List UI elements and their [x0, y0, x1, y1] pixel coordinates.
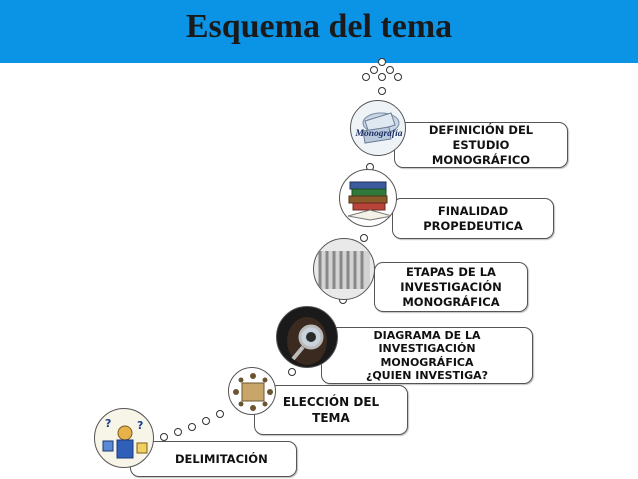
step-label-line: ETAPAS DE LA [406, 264, 496, 279]
svg-text:?: ? [105, 417, 111, 430]
step-eleccion-box: ELECCIÓN DEL TEMA [254, 385, 408, 435]
connector-dot [362, 73, 370, 81]
magnifier-icon [276, 306, 338, 368]
step-label-line: DELIMITACIÓN [175, 451, 268, 466]
books-icon [339, 169, 397, 227]
connector-dot [360, 234, 368, 242]
question-person-icon: ? ? [94, 408, 154, 468]
step-label-line: ESTUDIO [452, 137, 510, 152]
connector-dot [188, 423, 196, 431]
step-label-line: DEFINICIÓN DEL [428, 122, 534, 137]
connector-dot [160, 433, 168, 441]
step-label-line: TEMA [312, 411, 350, 425]
step-definicion-box: DEFINICIÓN DEL ESTUDIO MONOGRÁFICO [394, 122, 568, 168]
connector-dot [370, 66, 378, 74]
connector-dot [378, 58, 386, 66]
step-etapas-box: ETAPAS DE LA INVESTIGACIÓN MONOGRÁFICA [374, 262, 528, 312]
step-label-line: MONOGRÁFICA [402, 294, 500, 309]
step-label-line: MONOGRÁFICO [431, 152, 531, 167]
connector-dot [288, 368, 296, 376]
step-label-line: MONOGRÁFICA [380, 355, 474, 369]
step-label-line: ¿QUIEN INVESTIGA? [365, 369, 489, 382]
svg-text:?: ? [137, 419, 143, 432]
connector-dot [174, 428, 182, 436]
pages-icon [313, 238, 375, 300]
team-table-icon [228, 367, 276, 415]
step-label-line: INVESTIGACIÓN [378, 342, 476, 355]
step-finalidad-box: FINALIDAD PROPEDEUTICA [392, 198, 554, 239]
connector-dot [394, 73, 402, 81]
step-label-line: ELECCIÓN DEL [282, 395, 380, 409]
step-label-line: PROPEDEUTICA [423, 218, 523, 233]
page-title: Esquema del tema [185, 8, 453, 45]
connector-dot [386, 66, 394, 74]
connector-dot [202, 417, 210, 425]
connector-dot [216, 410, 224, 418]
step-label-line: FINALIDAD [437, 203, 509, 218]
step-label-line: INVESTIGACIÓN [400, 279, 502, 294]
connector-dot [378, 73, 386, 81]
step-label-line: DIAGRAMA DE LA [373, 328, 481, 342]
connector-dot [378, 87, 386, 95]
header-bar [0, 0, 638, 63]
step-delimitacion-box: DELIMITACIÓN [130, 441, 297, 477]
step-diagrama-box: DIAGRAMA DE LA INVESTIGACIÓN MONOGRÁFICA… [321, 327, 533, 384]
monografia-icon-text: Monografía [355, 129, 403, 139]
monografia-icon: Monografía [350, 100, 406, 156]
